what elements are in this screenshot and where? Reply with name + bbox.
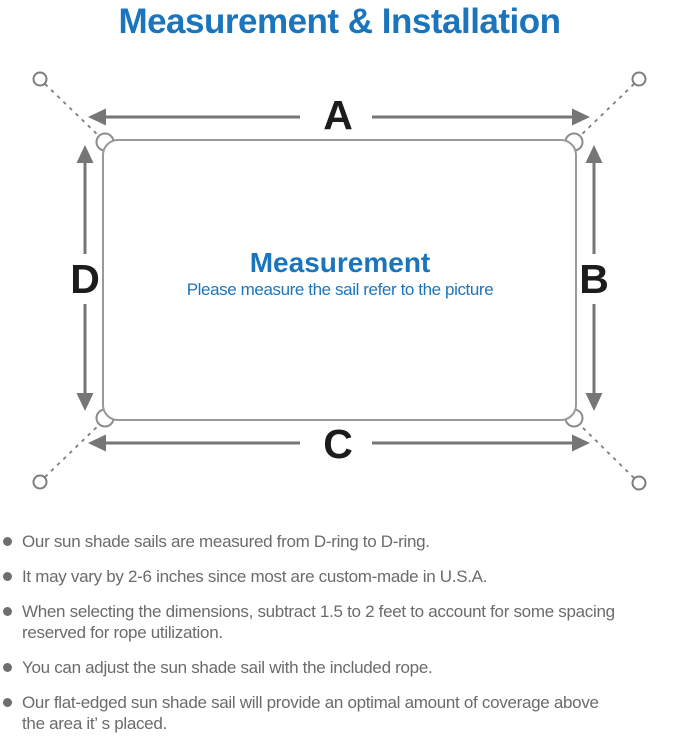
arrowhead-up xyxy=(76,145,94,163)
list-item: You can adjust the sun shade sail with t… xyxy=(3,657,673,678)
list-item: Our flat-edged sun shade sail will provi… xyxy=(3,692,673,734)
dimension-label-c: C xyxy=(323,421,353,467)
bullet-text: It may vary by 2-6 inches since most are… xyxy=(22,567,488,586)
arrowhead-right xyxy=(572,434,590,452)
rope-top-left xyxy=(44,83,102,139)
arrowhead-left xyxy=(88,108,106,126)
sail-outline xyxy=(102,139,577,421)
bullet-icon xyxy=(3,698,12,707)
bullet-text: When selecting the dimensions, subtract … xyxy=(22,602,615,642)
arrowhead-left xyxy=(88,434,106,452)
dimension-label-b: B xyxy=(579,256,609,302)
bullet-text: Our sun shade sails are measured from D-… xyxy=(22,532,430,551)
diagram-subheading: Please measure the sail refer to the pic… xyxy=(187,280,494,299)
anchor-ring-top-right xyxy=(631,71,647,87)
anchor-ring-bottom-left xyxy=(32,474,48,490)
bullet-text: You can adjust the sun shade sail with t… xyxy=(22,658,433,677)
dimension-arrow-b xyxy=(585,145,603,411)
anchor-ring-top-left xyxy=(32,71,48,87)
measurement-diagram: A C D B Measurement Please measure the s… xyxy=(32,71,647,491)
list-item: It may vary by 2-6 inches since most are… xyxy=(3,566,673,587)
page-title: Measurement & Installation xyxy=(118,2,561,41)
rope-top-right xyxy=(577,83,635,139)
bullet-icon xyxy=(3,607,12,616)
bullet-text: Our flat-edged sun shade sail will provi… xyxy=(22,693,599,733)
rope-bottom-left xyxy=(44,422,102,478)
dimension-arrow-a xyxy=(88,108,590,126)
arrowhead-down xyxy=(585,393,603,411)
dimension-arrow-c xyxy=(88,434,590,452)
dimension-label-a: A xyxy=(323,92,353,138)
arrowhead-up xyxy=(585,145,603,163)
bullet-icon xyxy=(3,537,12,546)
bullet-icon xyxy=(3,663,12,672)
notes-list: Our sun shade sails are measured from D-… xyxy=(0,531,673,739)
dimension-label-d: D xyxy=(70,256,100,302)
bullet-icon xyxy=(3,572,12,581)
anchor-rings xyxy=(32,71,647,491)
arrowhead-right xyxy=(572,108,590,126)
anchor-ring-bottom-right xyxy=(631,475,647,491)
list-item: When selecting the dimensions, subtract … xyxy=(3,601,673,643)
arrowhead-down xyxy=(76,393,94,411)
list-item: Our sun shade sails are measured from D-… xyxy=(3,531,673,552)
diagram-heading: Measurement xyxy=(250,247,431,278)
dimension-arrow-d xyxy=(76,145,94,411)
rope-bottom-right xyxy=(577,422,635,479)
